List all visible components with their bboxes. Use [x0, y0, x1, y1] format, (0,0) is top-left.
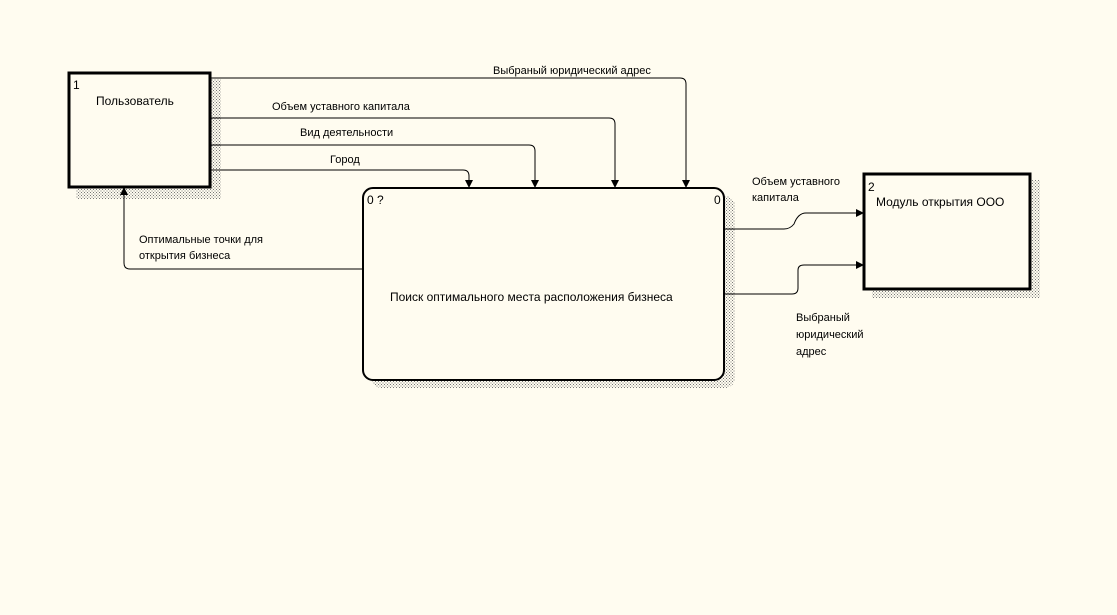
entity-module-box — [862, 172, 1032, 291]
flow-out-address-arrow — [724, 261, 864, 295]
flow-city-arrow — [210, 169, 473, 188]
process-name: Поиск оптимального места расположения би… — [390, 290, 673, 304]
flow-out-address-label: Выбраный юридический адрес — [796, 312, 867, 358]
flow-capital-label: Объем уставного капитала — [272, 101, 411, 113]
process-number: 0 ? — [367, 193, 384, 207]
flow-city[interactable]: Город — [210, 154, 473, 188]
entity-user-box — [67, 71, 212, 189]
flow-out-capital[interactable]: Объем уставного капитала — [724, 176, 864, 230]
entity-user-name: Пользователь — [96, 94, 174, 108]
flow-activity[interactable]: Вид деятельности — [210, 127, 539, 188]
process-search-location[interactable]: 0 ? 0 Поиск оптимального места расположе… — [362, 187, 735, 388]
flow-optimal-points-label: Оптимальные точки для открытия бизнеса — [139, 234, 266, 262]
external-entity-user[interactable]: 1 Пользователь — [67, 71, 221, 199]
flow-optimal-points-arrow — [120, 187, 363, 270]
flow-out-address[interactable]: Выбраный юридический адрес — [724, 261, 867, 358]
entity-module-name: Модуль открытия ООО — [876, 195, 1004, 209]
flow-capital-arrow — [210, 117, 619, 188]
entity-user-number: 1 — [73, 78, 80, 92]
flow-legal-address-label: Выбраный юридический адрес — [493, 65, 651, 77]
process-corner-number: 0 — [714, 193, 721, 207]
flow-optimal-points[interactable]: Оптимальные точки для открытия бизнеса — [120, 187, 363, 270]
flow-activity-label: Вид деятельности — [300, 127, 393, 139]
flow-out-capital-label: Объем уставного капитала — [752, 176, 843, 204]
process-box — [362, 187, 725, 381]
flow-legal-address[interactable]: Выбраный юридический адрес — [210, 65, 690, 188]
entity-module-number: 2 — [868, 180, 875, 194]
flow-out-capital-arrow — [724, 209, 864, 230]
external-entity-module[interactable]: 2 Модуль открытия ООО — [862, 172, 1040, 298]
flow-city-label: Город — [330, 154, 360, 166]
flow-legal-address-arrow — [210, 77, 690, 188]
flow-capital[interactable]: Объем уставного капитала — [210, 101, 619, 188]
flow-activity-arrow — [210, 144, 539, 188]
